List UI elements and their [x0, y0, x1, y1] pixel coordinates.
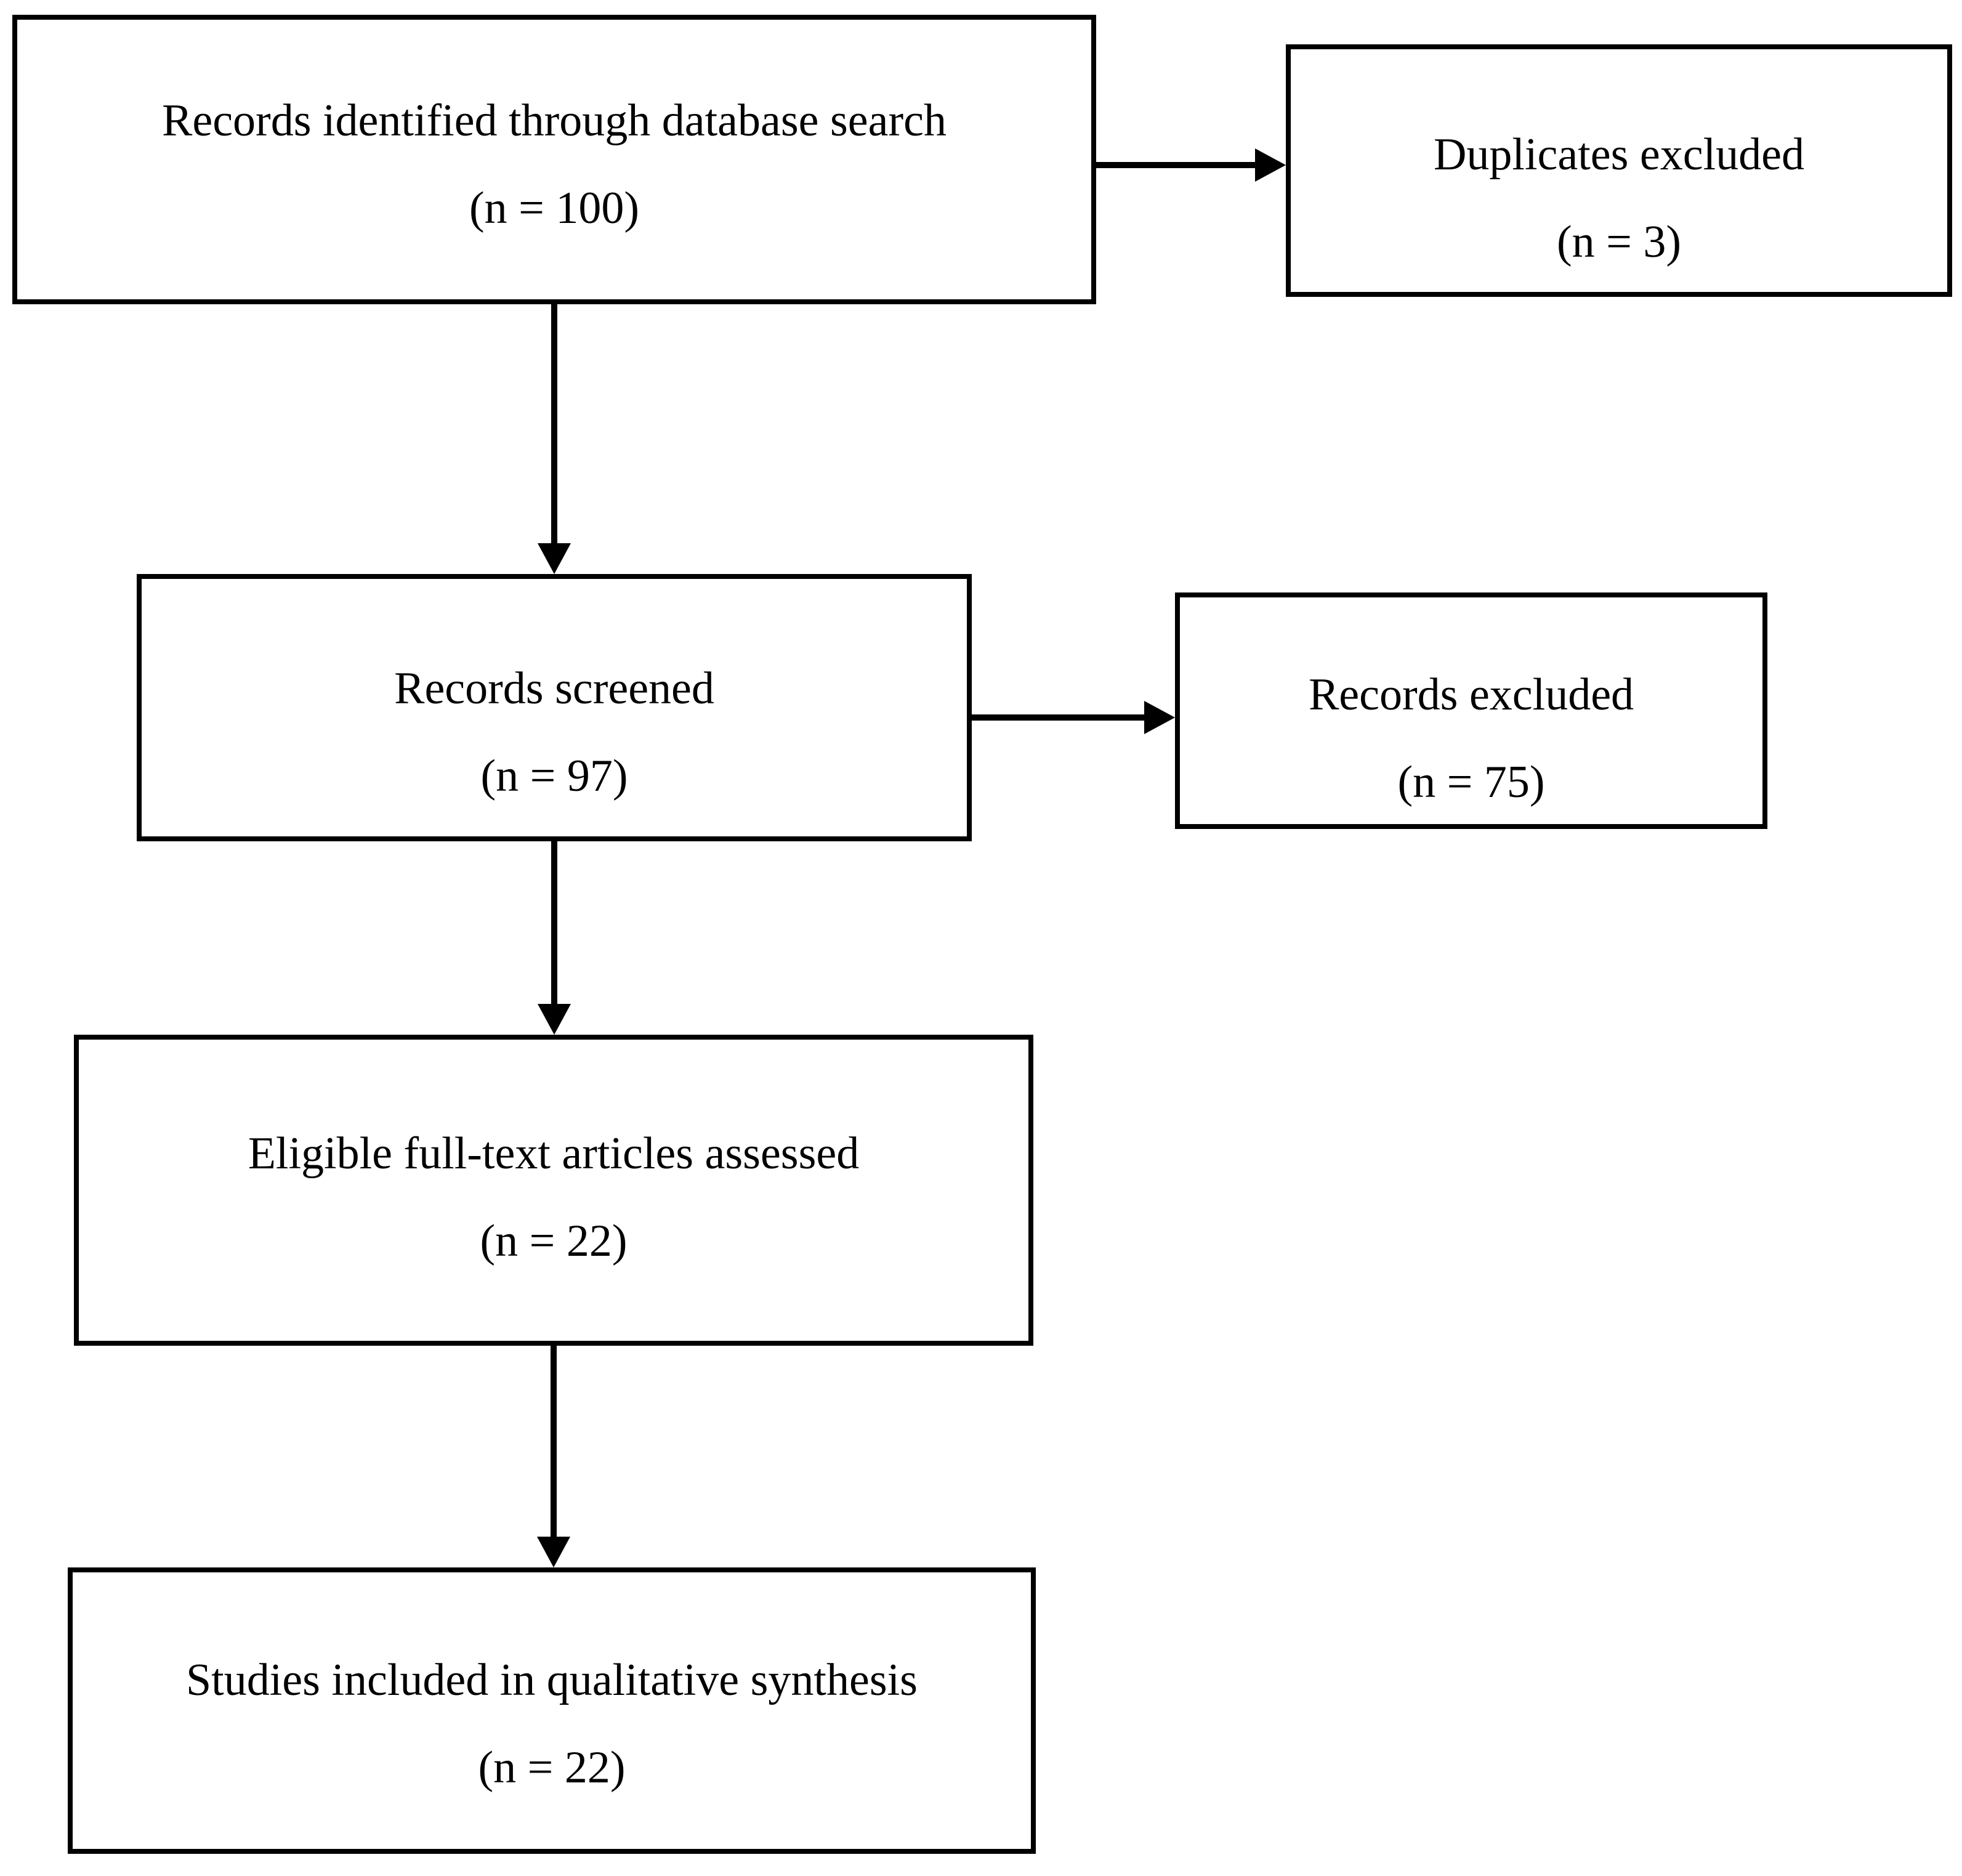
box-label: Studies included in qualitative synthesi… [186, 1655, 918, 1705]
arrowhead-down-icon [538, 1004, 571, 1035]
box-label: Eligible full-text articles assessed [248, 1128, 860, 1179]
arrow-screened-to-excluded [972, 701, 1175, 734]
arrow-identified-to-duplicates [1096, 148, 1286, 182]
arrow-screened-to-fulltext [538, 841, 571, 1035]
box-label: Records screened [394, 663, 714, 714]
flow-box-records-identified: Records identified through database sear… [12, 15, 1096, 304]
flow-box-fulltext-assessed: Eligible full-text articles assessed (n … [74, 1035, 1033, 1346]
box-count: (n = 100) [469, 183, 640, 233]
flow-box-studies-included: Studies included in qualitative synthesi… [68, 1567, 1036, 1854]
box-count: (n = 22) [478, 1742, 626, 1793]
flow-box-records-screened: Records screened (n = 97) [137, 574, 972, 841]
arrowhead-right-icon [1255, 148, 1286, 182]
arrow-fulltext-to-included [537, 1346, 570, 1567]
arrow-shaft [1096, 162, 1259, 168]
box-count: (n = 22) [480, 1216, 628, 1266]
arrow-identified-to-screened [538, 304, 571, 574]
box-count: (n = 75) [1397, 757, 1545, 807]
box-label: Records identified through database sear… [162, 95, 947, 146]
flow-box-duplicates-excluded: Duplicates excluded (n = 3) [1286, 44, 1952, 297]
arrow-shaft [551, 1346, 557, 1540]
arrowhead-right-icon [1144, 701, 1175, 734]
arrow-shaft [551, 304, 557, 547]
box-label: Records excluded [1308, 669, 1634, 720]
box-count: (n = 97) [480, 751, 628, 801]
arrowhead-down-icon [537, 1537, 570, 1567]
arrow-shaft [972, 714, 1148, 721]
box-label: Duplicates excluded [1433, 129, 1805, 180]
box-count: (n = 3) [1556, 217, 1682, 267]
flow-box-records-excluded: Records excluded (n = 75) [1175, 592, 1767, 829]
arrowhead-down-icon [538, 543, 571, 574]
arrow-shaft [551, 841, 557, 1008]
